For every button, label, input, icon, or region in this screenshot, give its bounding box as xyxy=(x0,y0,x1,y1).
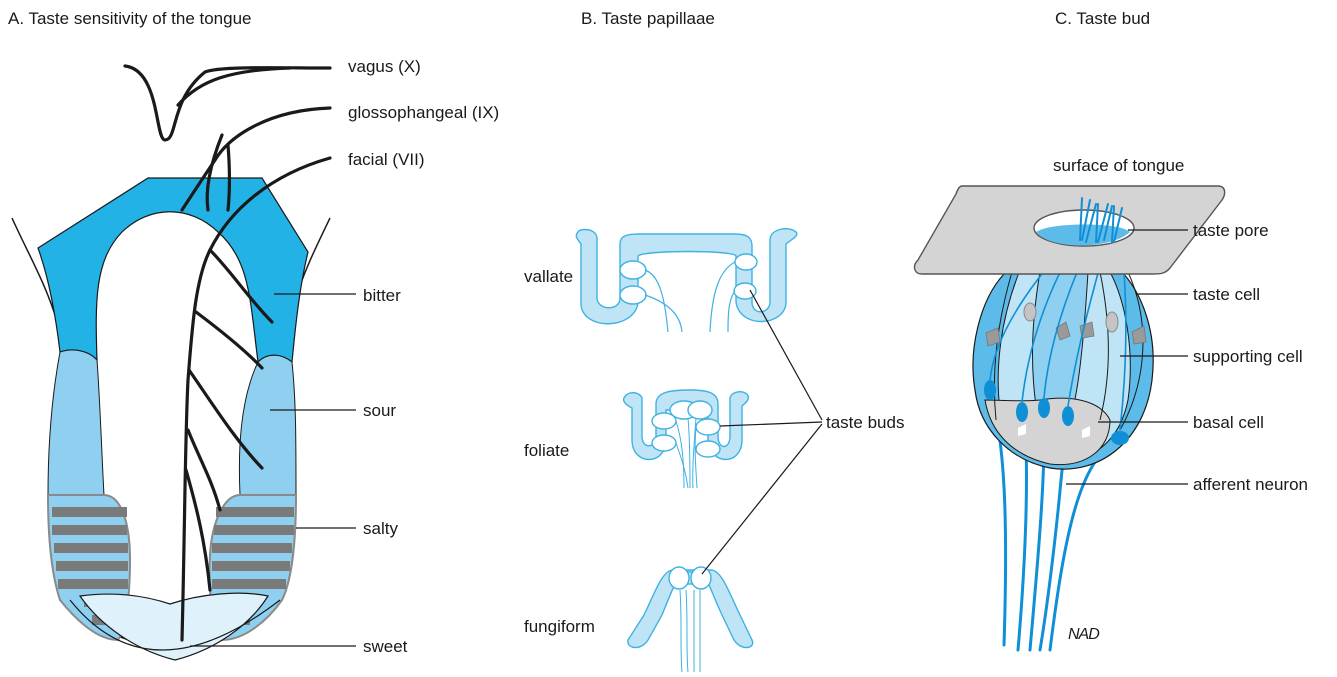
tongue-illustration xyxy=(12,66,330,660)
part-label-taste-pore: taste pore xyxy=(1193,221,1269,241)
part-label-taste-cell: taste cell xyxy=(1193,285,1260,305)
part-label-supporting-cell: supporting cell xyxy=(1193,347,1303,367)
nerve-label-vagus: vagus (X) xyxy=(348,57,421,77)
artist-signature: NAD xyxy=(1068,626,1099,644)
part-label-afferent-neuron: afferent neuron xyxy=(1193,475,1308,495)
nerve-label-glossopharyngeal: glossophangeal (IX) xyxy=(348,103,499,123)
region-label-salty: salty xyxy=(363,519,398,539)
region-label-bitter: bitter xyxy=(363,286,401,306)
bitter-region xyxy=(38,178,308,362)
nerve-label-facial: facial (VII) xyxy=(348,150,425,170)
vallate-papilla xyxy=(576,229,797,332)
foliate-papilla xyxy=(624,390,749,488)
taste-buds-label: taste buds xyxy=(826,413,904,433)
surface-of-tongue-label: surface of tongue xyxy=(1053,156,1184,176)
region-label-sweet: sweet xyxy=(363,637,407,657)
papilla-label-vallate: vallate xyxy=(524,267,573,287)
fungiform-papilla xyxy=(628,567,753,672)
part-label-basal-cell: basal cell xyxy=(1193,413,1264,433)
papilla-label-foliate: foliate xyxy=(524,441,569,461)
sour-region-left xyxy=(48,350,104,495)
sour-region-right xyxy=(239,355,296,495)
papilla-label-fungiform: fungiform xyxy=(524,617,595,637)
panel-b-leaders xyxy=(702,290,822,574)
region-label-sour: sour xyxy=(363,401,396,421)
taste-bud xyxy=(915,186,1225,650)
